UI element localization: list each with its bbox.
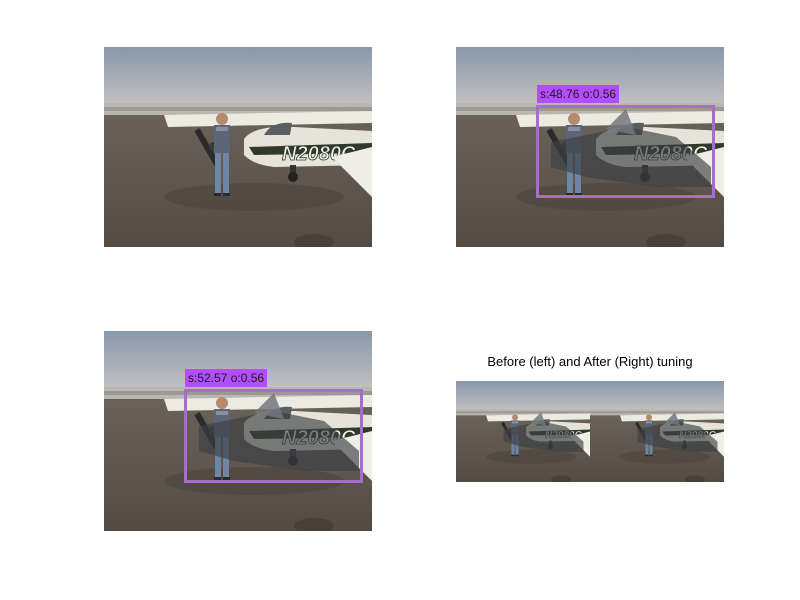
before-image (456, 381, 590, 482)
airplane-photo (104, 47, 372, 247)
original-image-panel (104, 47, 372, 247)
detection-score-label: s:48.76 o:0.56 (537, 85, 620, 103)
airplane-photo (456, 47, 724, 247)
detection-panel-2: s:52.57 o:0.56 (104, 331, 372, 531)
comparison-panel (456, 381, 724, 482)
detection-score-label: s:52.57 o:0.56 (185, 369, 268, 387)
airplane-photo (104, 331, 372, 531)
after-image (590, 381, 724, 482)
comparison-title: Before (left) and After (Right) tuning (487, 354, 693, 369)
detection-panel-1: s:48.76 o:0.56 (456, 47, 724, 247)
